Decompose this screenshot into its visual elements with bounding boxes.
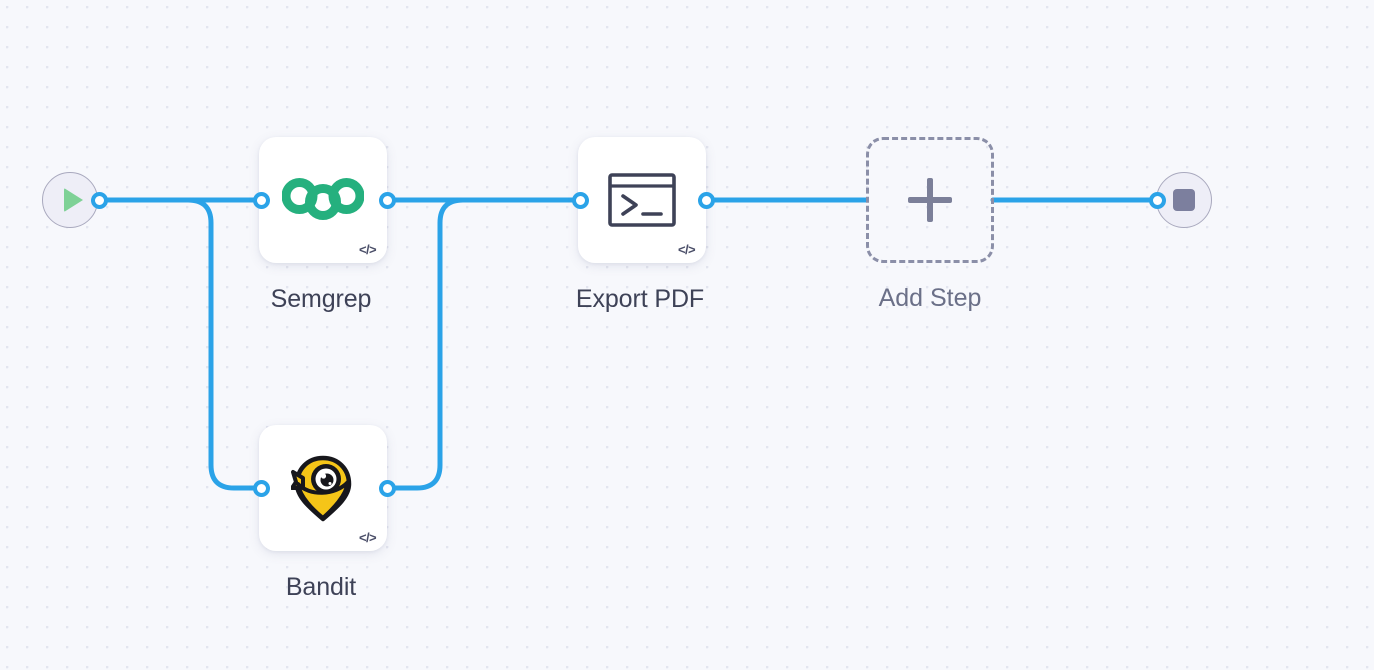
node-bandit-label: Bandit [285, 573, 357, 601]
add-step-label: Add Step [878, 284, 982, 312]
terminal-icon [608, 173, 676, 227]
edge-bandit-to-exportpdf [384, 197, 583, 491]
code-badge-icon: </> [359, 530, 377, 545]
add-step-button[interactable] [866, 137, 994, 263]
port-start-output[interactable] [91, 192, 108, 209]
stop-square-icon [1173, 189, 1195, 211]
start-node[interactable] [42, 172, 98, 228]
node-bandit[interactable]: </> [259, 425, 387, 551]
port-semgrep-input[interactable] [253, 192, 270, 209]
edge-start-to-bandit [96, 197, 264, 491]
stop-node[interactable] [1156, 172, 1212, 228]
node-export-pdf-label: Export PDF [575, 285, 705, 313]
play-icon [63, 188, 83, 212]
node-bandit-icon-wrap [259, 425, 387, 551]
port-stop-input[interactable] [1149, 192, 1166, 209]
bandit-logo-icon [291, 455, 352, 522]
port-semgrep-output[interactable] [379, 192, 396, 209]
node-export-pdf-icon-wrap [578, 137, 706, 263]
semgrep-logo-icon [282, 178, 364, 220]
port-export-pdf-input[interactable] [572, 192, 589, 209]
node-semgrep-icon-wrap [259, 137, 387, 263]
code-badge-icon: </> [359, 242, 377, 257]
port-bandit-input[interactable] [253, 480, 270, 497]
port-export-pdf-output[interactable] [698, 192, 715, 209]
port-bandit-output[interactable] [379, 480, 396, 497]
node-semgrep[interactable]: </> [259, 137, 387, 263]
node-export-pdf[interactable]: </> [578, 137, 706, 263]
node-semgrep-label: Semgrep [270, 285, 372, 313]
plus-icon [908, 178, 952, 222]
code-badge-icon: </> [678, 242, 696, 257]
